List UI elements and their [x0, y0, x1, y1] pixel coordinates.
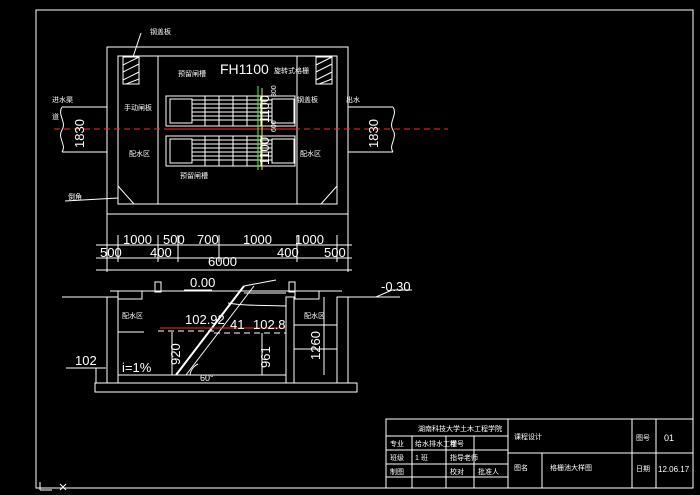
dim-bottom-1: 400 — [150, 245, 172, 260]
water-level-1: 102.92 — [185, 312, 225, 327]
ground-level-right: -0.30 — [381, 279, 411, 294]
dim-961: 961 — [258, 346, 273, 368]
dim-top-3: 1000 — [243, 232, 272, 247]
date-label: 日期 — [636, 465, 650, 473]
water-area-left-label: 配水区 — [129, 149, 150, 158]
water-area-right-label: 配水区 — [300, 149, 321, 158]
inlet-pipe — [60, 106, 107, 153]
dim-top-1: 500 — [163, 232, 185, 247]
outlet-pipe — [348, 106, 395, 153]
guard-plate-left — [122, 56, 140, 85]
outlet-height-dim: 1830 — [366, 119, 381, 148]
ch-41-label: 41 — [230, 317, 244, 332]
dim-total: 6000 — [208, 254, 237, 269]
dim-1260: 1260 — [308, 331, 323, 360]
tank-outline — [106, 46, 349, 215]
dim-top-2: 700 — [197, 232, 219, 247]
sheet-no-label: 图号 — [636, 434, 650, 442]
vertical-1100-b-dim: 1100 — [257, 137, 272, 165]
angle-label: 60° — [200, 373, 214, 383]
guard-plate-right-label: 钢盖板 — [297, 95, 318, 104]
plan-dimension-lines — [96, 214, 352, 272]
drawing-name-label: 图名 — [514, 463, 528, 472]
dim-top-4: 1000 — [295, 232, 324, 247]
section-water-area-right-label: 配水区 — [304, 311, 325, 320]
chamfer-label: 倒角 — [68, 192, 82, 201]
small-300-dim: 300 — [271, 85, 278, 97]
title-block — [385, 418, 694, 489]
inlet-short-label: 道 — [52, 112, 59, 121]
class-value: 1 班 — [415, 453, 428, 462]
date-value: 12.06.17 — [658, 465, 690, 474]
grille-unit-top — [165, 95, 296, 127]
section-water-area-left-label: 配水区 — [122, 311, 143, 320]
plan-top-dim-row: 1000 500 700 1000 1000 — [123, 232, 324, 247]
model-label: FH1100 — [220, 61, 269, 77]
ground-level-left: 0.00 — [190, 275, 215, 290]
dim-102: 102 — [75, 353, 97, 368]
sheet-no: 01 — [664, 433, 674, 443]
ucs-icon — [39, 482, 67, 491]
dim-bottom-3: 500 — [324, 245, 346, 260]
section-view — [62, 279, 412, 393]
guard-plate-label: 钢盖板 — [150, 27, 171, 36]
precast-plate-bottom-label: 预留闸槽 — [180, 171, 208, 180]
major-label: 专业 — [390, 439, 404, 448]
vertical-1100-a-dim: 1100 — [257, 95, 272, 123]
small-600-dim: 600 — [271, 120, 278, 132]
dim-top-0: 1000 — [123, 232, 152, 247]
student-label: 学号 — [450, 439, 464, 448]
rotary-grille-label: 旋转式格栅 — [274, 66, 309, 75]
plan-view — [54, 32, 448, 272]
school-name: 湖南科技大学土木工程学院 — [418, 424, 502, 433]
plan-bottom-dim-row: 500 400 400 500 — [100, 245, 346, 260]
manual-gate-label: 手动闸板 — [124, 103, 152, 112]
tank-inner-outline — [117, 55, 338, 205]
check-label: 校对 — [450, 467, 464, 476]
precast-plate-top-label: 预留闸槽 — [178, 69, 206, 78]
approve-label: 批准人 — [478, 467, 499, 476]
dim-bottom-0: 500 — [100, 245, 122, 260]
drawing-border — [35, 9, 694, 489]
major-value: 给水排水工程 — [415, 439, 457, 448]
grille-unit-bottom — [165, 135, 296, 167]
guard-plate-right — [315, 56, 333, 85]
drawing-name: 格栅池大样图 — [550, 463, 592, 472]
project-label: 课程设计 — [514, 432, 542, 441]
dim-920: 920 — [168, 343, 183, 365]
draw-label: 制图 — [390, 467, 404, 476]
inlet-height-dim: 1830 — [72, 119, 87, 148]
dim-bottom-2: 400 — [277, 245, 299, 260]
guide-label: 指导老师 — [450, 453, 478, 462]
slope-label: i=1% — [122, 360, 152, 375]
inlet-channel-label: 进水渠 — [52, 95, 73, 104]
class-label: 班级 — [390, 453, 404, 462]
water-level-2: 102.8 — [253, 317, 286, 332]
outlet-label: 出水 — [346, 95, 360, 104]
